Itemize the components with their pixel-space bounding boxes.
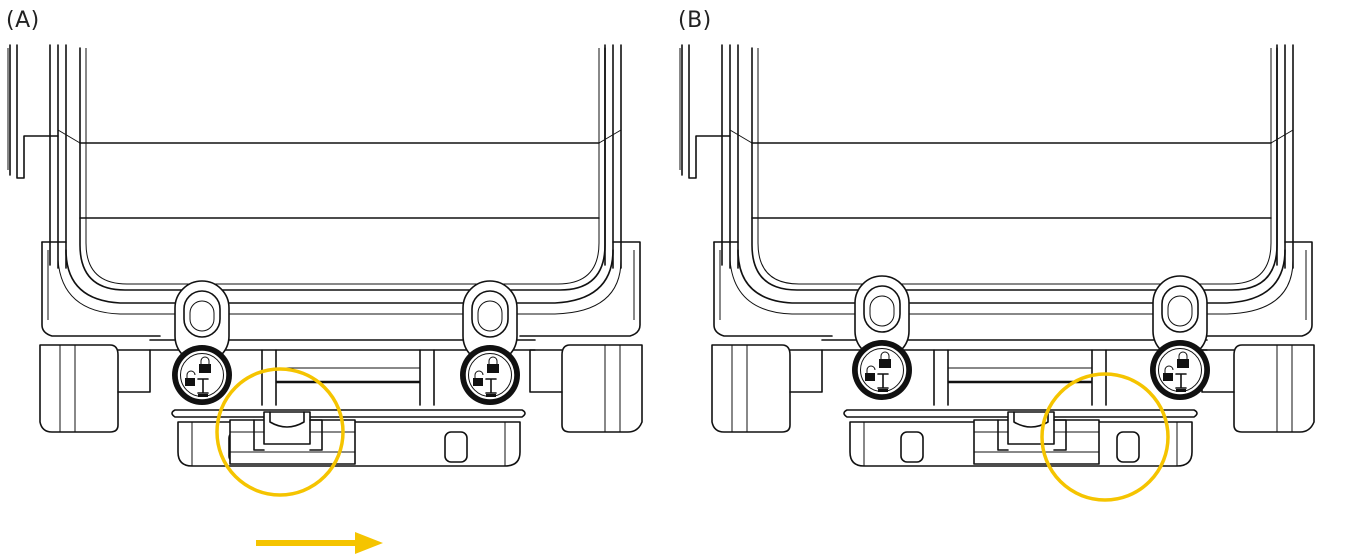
arrow-right-icon — [256, 532, 383, 554]
panel-label-a: (A) — [6, 8, 40, 33]
panel-label-b: (B) — [678, 8, 712, 33]
highlight-circle-a — [215, 367, 345, 497]
latch-knob-right-b — [1149, 275, 1211, 401]
panel-a-diagram — [6, 43, 644, 554]
panel-b-diagram — [678, 43, 1316, 502]
slider-block-a — [229, 411, 356, 465]
latch-knob-left-a — [171, 280, 233, 406]
slider-block-b — [973, 411, 1100, 465]
latch-knob-right-a — [459, 280, 521, 406]
latch-knob-left-b — [851, 275, 913, 401]
highlight-circle-b — [1040, 372, 1170, 502]
